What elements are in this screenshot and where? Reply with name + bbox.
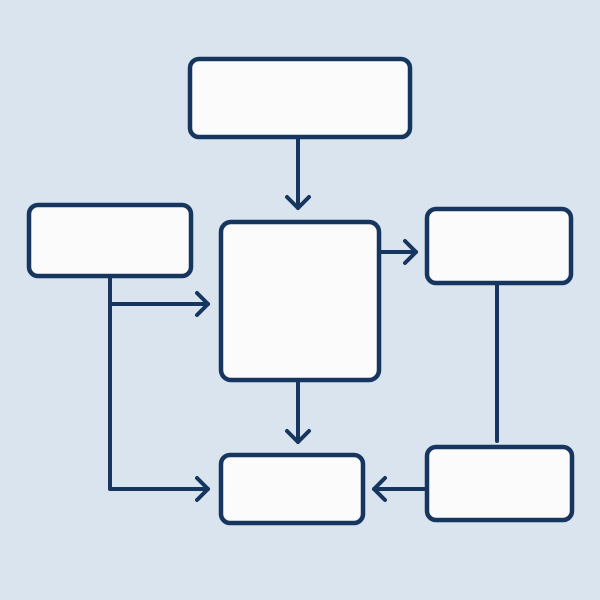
arrowhead-icon: [372, 476, 387, 502]
arrowhead-icon: [195, 476, 210, 502]
connector-top-to-center: [285, 135, 311, 210]
connector-left-to-center: [108, 291, 210, 317]
arrowhead-icon: [285, 195, 311, 210]
connector-right-bottom-to-bottom-center: [372, 476, 429, 502]
connectors-layer: [108, 135, 499, 502]
arrowhead-icon: [403, 239, 418, 265]
bottom-center-box: [218, 452, 366, 526]
center-box: [218, 219, 382, 383]
right-bottom-box: [424, 444, 575, 523]
connector-center-to-bottom-center: [285, 378, 311, 444]
arrowhead-icon: [195, 291, 210, 317]
right-top-box: [424, 206, 574, 286]
connector-center-to-right-top: [377, 239, 418, 265]
nodes-layer: [26, 56, 575, 526]
connector-left-to-bottom-center: [108, 274, 210, 502]
connector-line: [108, 274, 210, 491]
left-box: [26, 202, 194, 279]
top-box: [187, 56, 413, 140]
arrowhead-icon: [285, 429, 311, 444]
